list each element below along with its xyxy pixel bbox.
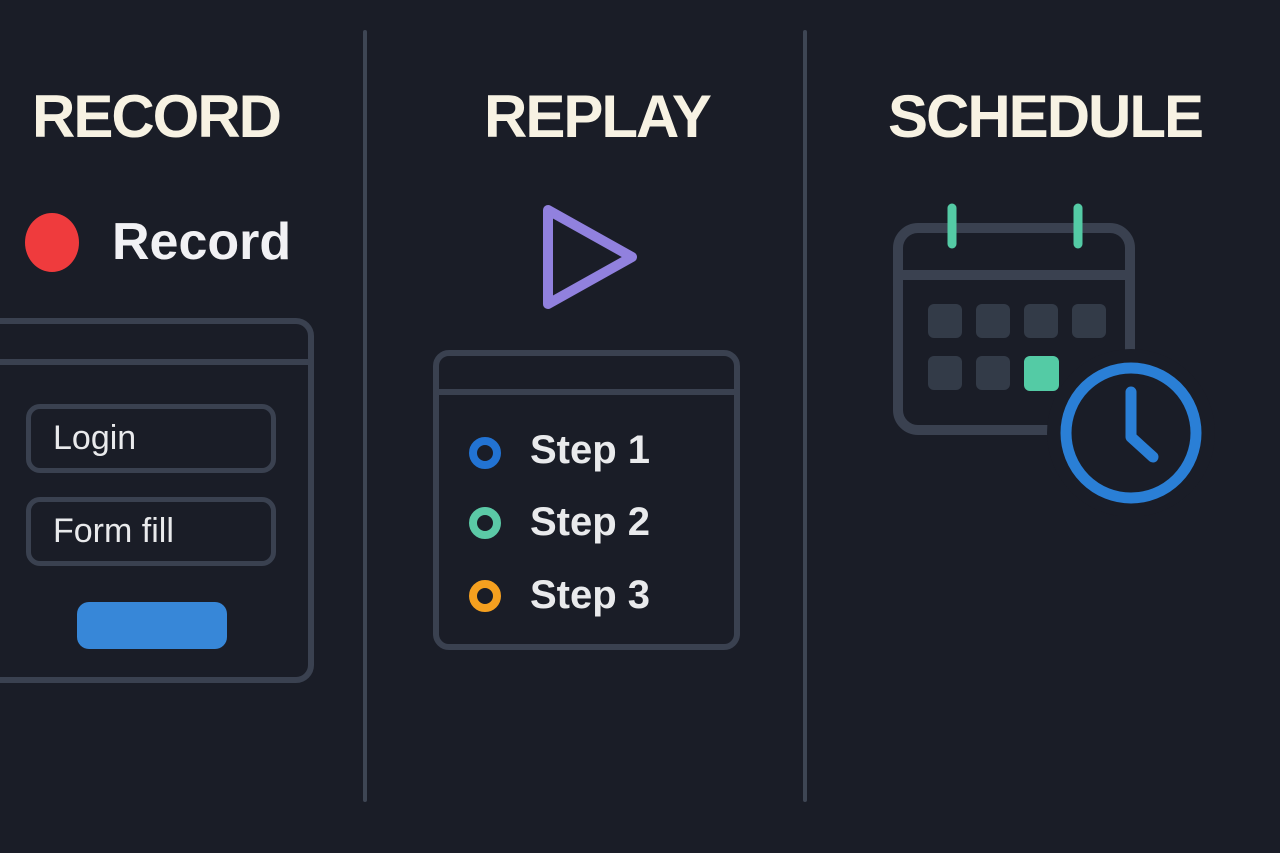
play-icon (543, 205, 637, 309)
record-dot-icon (25, 213, 79, 272)
replay-window-titlebar (439, 356, 734, 395)
step-2-ring-icon (469, 507, 501, 539)
step-3-ring-icon (469, 580, 501, 612)
column-divider (803, 30, 807, 802)
record-heading: RECORD (32, 83, 282, 150)
step-2-label: Step 2 (530, 500, 651, 544)
record-browser-window (0, 318, 314, 683)
form-fill-field: Form fill (26, 497, 276, 566)
step-3-label: Step 3 (530, 573, 651, 617)
step-1-ring-icon (469, 437, 501, 469)
step-1-label: Step 1 (530, 428, 651, 472)
schedule-heading: SCHEDULE (888, 83, 1204, 150)
clock-icon (1047, 349, 1215, 516)
login-field: Login (26, 404, 276, 473)
replay-steps-window (433, 350, 740, 650)
record-label: Record (112, 213, 292, 271)
calendar-icon (893, 203, 1135, 435)
replay-heading: REPLAY (484, 83, 712, 150)
column-divider (363, 30, 367, 802)
selected-day-cell (1024, 356, 1059, 391)
form-fill-field-label: Form fill (53, 512, 174, 550)
calendar-clock-icon (893, 203, 1215, 516)
record-browser-titlebar (0, 324, 308, 365)
login-field-label: Login (53, 419, 137, 457)
submit-button (77, 602, 227, 649)
